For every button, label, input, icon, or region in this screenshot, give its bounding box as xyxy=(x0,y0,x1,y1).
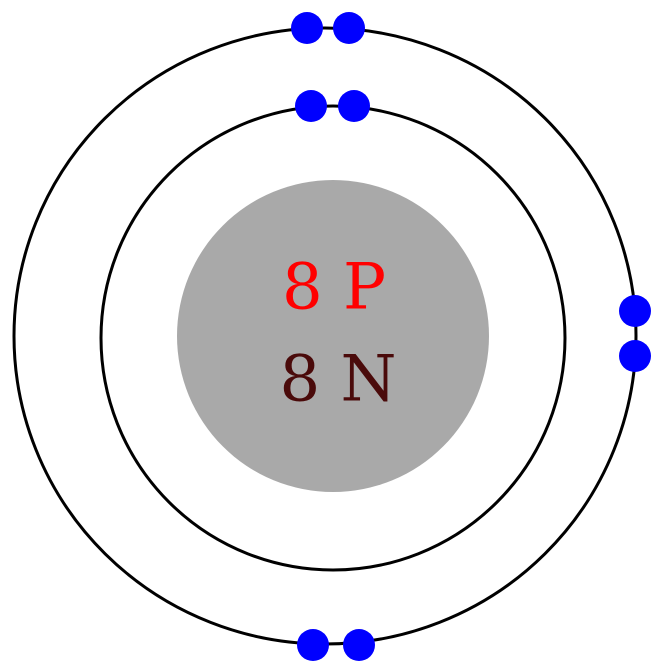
outer-shell-electron xyxy=(333,12,365,44)
outer-shell-electron xyxy=(291,12,323,44)
outer-shell-electron xyxy=(297,629,329,661)
outer-shell-electron xyxy=(343,629,375,661)
inner-electron-shell xyxy=(99,104,567,572)
protons-label: 8 P xyxy=(282,251,386,325)
inner-shell-electron xyxy=(338,90,370,122)
nucleus xyxy=(177,180,489,492)
outer-shell-electron xyxy=(619,295,651,327)
outer-shell-electron xyxy=(619,340,651,372)
neutrons-label: 8 N xyxy=(279,343,396,417)
inner-shell-electron xyxy=(295,90,327,122)
